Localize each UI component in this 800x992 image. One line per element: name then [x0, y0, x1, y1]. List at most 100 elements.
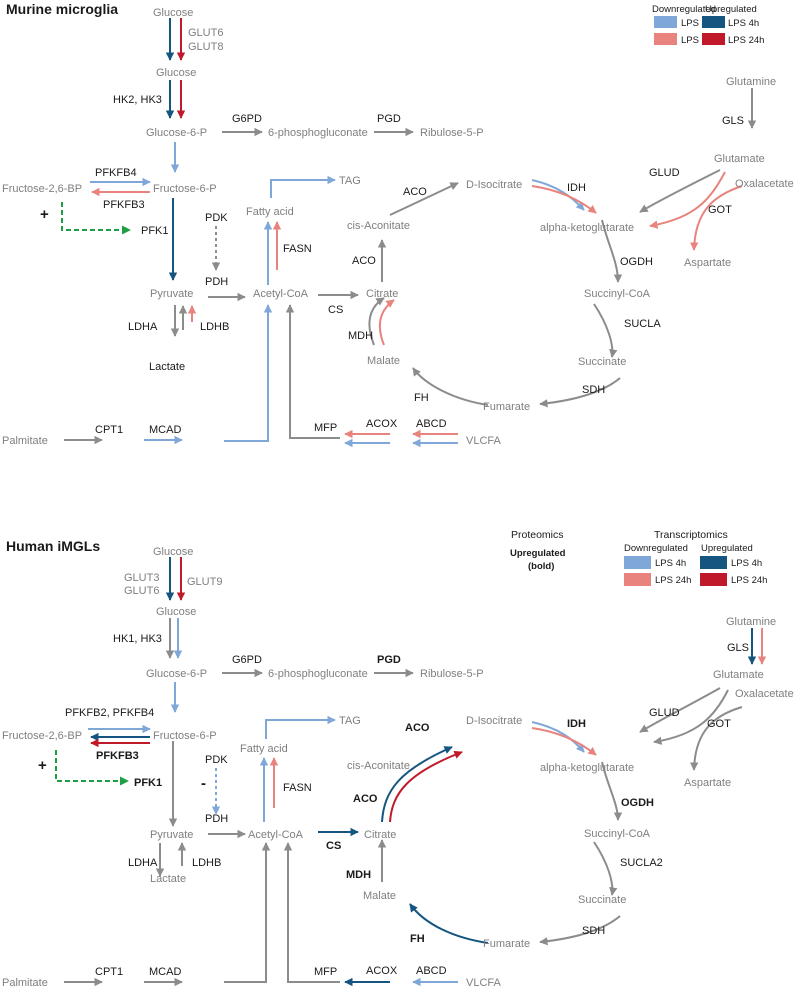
- murine-arrow-got-asp: [689, 185, 743, 251]
- human-metabolites: Glucose Glucose Glucose-6-P 6-phosphoglu…: [2, 546, 794, 989]
- murine-enz-pfkfb3: PFKFB3: [103, 199, 145, 211]
- murine-legend-up4-swatch: [702, 16, 725, 28]
- human-met-citrate: Citrate: [364, 829, 396, 841]
- human-arrows: [55, 557, 767, 987]
- human-arrow-f26bp-activates-pfk1: [55, 750, 129, 786]
- murine-met-citrate: Citrate: [366, 288, 398, 300]
- human-arrow-mfp: [283, 842, 340, 983]
- murine-enz-g6pd: G6PD: [232, 113, 262, 125]
- human-arrow-sucla2: [593, 841, 618, 896]
- murine-legend-down24-swatch: [654, 33, 677, 45]
- human-enz-glut6: GLUT6: [124, 585, 159, 597]
- human-enz-pfk1: PFK1: [134, 777, 162, 789]
- murine-panel: Murine microglia Downregulated Upregulat…: [2, 1, 794, 448]
- human-enzymes: GLUT3 GLUT6 GLUT9 HK1, HK3 G6PD PGD PFKF…: [65, 572, 749, 978]
- human-legend-up4-swatch: [700, 556, 727, 569]
- human-legend-prot-bold: (bold): [528, 561, 554, 572]
- murine-arrow-idh-24h: [531, 185, 597, 214]
- murine-enz-abcd: ABCD: [416, 418, 447, 430]
- murine-arrows: [61, 18, 757, 448]
- murine-arrow-mfp: [285, 304, 340, 439]
- human-legend-down-header: Downregulated: [624, 543, 688, 554]
- murine-panel-title: Murine microglia: [6, 1, 118, 17]
- murine-enz-glut6: GLUT6: [188, 27, 223, 39]
- murine-met-acetyl-coa: Acetyl-CoA: [253, 288, 309, 300]
- human-enz-cs: CS: [326, 840, 341, 852]
- murine-legend-down4-label: LPS 4h: [681, 18, 712, 29]
- human-arrow-sdh: [539, 915, 621, 946]
- human-met-palmitate: Palmitate: [2, 977, 48, 989]
- murine-met-fructose-26-bp: Fructose-2,6-BP: [2, 183, 82, 195]
- human-enz-mcad: MCAD: [149, 966, 181, 978]
- murine-met-fumarate: Fumarate: [483, 401, 530, 413]
- murine-arrow-idh-4h: [531, 179, 585, 211]
- human-enz-pgd: PGD: [377, 654, 401, 666]
- human-legend-down24-label: LPS 24h: [655, 575, 691, 586]
- murine-enz-idh: IDH: [567, 182, 586, 194]
- murine-met-vlcfa: VLCFA: [466, 435, 502, 447]
- human-met-malate: Malate: [363, 890, 396, 902]
- human-legend-up-header: Upregulated: [701, 543, 753, 554]
- murine-enz-cpt1: CPT1: [95, 424, 123, 436]
- murine-met-malate: Malate: [367, 355, 400, 367]
- human-panel: Human iMGLs Proteomics Upregulated (bold…: [2, 529, 794, 989]
- murine-legend: Downregulated Upregulated LPS 4h LPS 4h …: [652, 4, 764, 46]
- murine-met-glucose: Glucose: [156, 67, 196, 79]
- human-enz-aco-1: ACO: [353, 793, 378, 805]
- murine-legend-up24-label: LPS 24h: [728, 35, 764, 46]
- murine-enz-acox: ACOX: [366, 418, 398, 430]
- murine-met-glutamate: Glutamate: [714, 153, 765, 165]
- human-panel-title: Human iMGLs: [6, 538, 100, 554]
- murine-enz-mdh: MDH: [348, 330, 373, 342]
- human-enz-cpt1: CPT1: [95, 966, 123, 978]
- human-enz-idh: IDH: [567, 718, 586, 730]
- murine-met-fructose-6-p: Fructose-6-P: [153, 183, 217, 195]
- murine-met-tag: TAG: [339, 175, 361, 187]
- murine-enz-fh: FH: [414, 392, 429, 404]
- murine-enz-sdh: SDH: [582, 384, 605, 396]
- murine-arrow-fh: [412, 367, 489, 406]
- human-enz-acox: ACOX: [366, 965, 398, 977]
- murine-legend-down-header: Downregulated: [652, 4, 716, 15]
- murine-legend-up-header: Upregulated: [705, 4, 757, 15]
- murine-enz-aco-2: ACO: [403, 186, 427, 198]
- human-enz-pdh: PDH: [205, 813, 228, 825]
- murine-enzymes: GLUT6 GLUT8 HK2, HK3 G6PD PGD PFKFB4 PFK…: [95, 27, 744, 436]
- murine-met-cis-aconitate: cis-Aconitate: [347, 220, 410, 232]
- human-met-d-isocitrate: D-Isocitrate: [466, 715, 522, 727]
- murine-arrow-sucla: [593, 303, 618, 358]
- murine-arrow-f26bp-activates-pfk1: [61, 202, 131, 235]
- human-enz-glut3: GLUT3: [124, 572, 159, 584]
- murine-metabolites: Glucose Glucose Glucose-6-P 6-phosphoglu…: [2, 7, 794, 447]
- murine-enz-pfk1: PFK1: [141, 225, 169, 237]
- murine-legend-up24-swatch: [702, 33, 725, 45]
- murine-arrow-to-acetylcoa-4h: [224, 304, 273, 442]
- human-met-vlcfa: VLCFA: [466, 977, 502, 989]
- human-arrow-idh-4h: [531, 721, 585, 753]
- human-met-succinyl-coa: Succinyl-CoA: [584, 828, 651, 840]
- human-activation-plus-sign: +: [38, 757, 47, 774]
- human-arrow-fh: [409, 903, 489, 944]
- murine-met-palmitate: Palmitate: [2, 435, 48, 447]
- human-inhibition-minus-sign: -: [201, 775, 206, 792]
- human-met-cis-aconitate: cis-Aconitate: [347, 760, 410, 772]
- human-enz-ogdh: OGDH: [621, 797, 654, 809]
- human-met-fumarate: Fumarate: [483, 938, 530, 950]
- human-legend-proteomics: Proteomics: [511, 529, 564, 541]
- human-enz-ldhb: LDHB: [192, 857, 221, 869]
- murine-enz-ogdh: OGDH: [620, 256, 653, 268]
- murine-met-oxalacetate: Oxalacetate: [735, 178, 794, 190]
- murine-met-ribulose-5-p: Ribulose-5-P: [420, 127, 484, 139]
- murine-legend-up4-label: LPS 4h: [728, 18, 759, 29]
- murine-enz-mfp: MFP: [314, 422, 337, 434]
- murine-enz-pdk: PDK: [205, 212, 228, 224]
- murine-arrow-mdh-24h: [378, 299, 395, 346]
- human-enz-glut9: GLUT9: [187, 576, 222, 588]
- human-legend-up24-label: LPS 24h: [731, 575, 767, 586]
- human-met-glucose-6-p: Glucose-6-P: [146, 668, 207, 680]
- human-legend-up4-label: LPS 4h: [731, 558, 762, 569]
- murine-met-lactate: Lactate: [149, 361, 185, 373]
- murine-met-glucose-ext: Glucose: [153, 7, 193, 19]
- human-enz-hk: HK1, HK3: [113, 633, 162, 645]
